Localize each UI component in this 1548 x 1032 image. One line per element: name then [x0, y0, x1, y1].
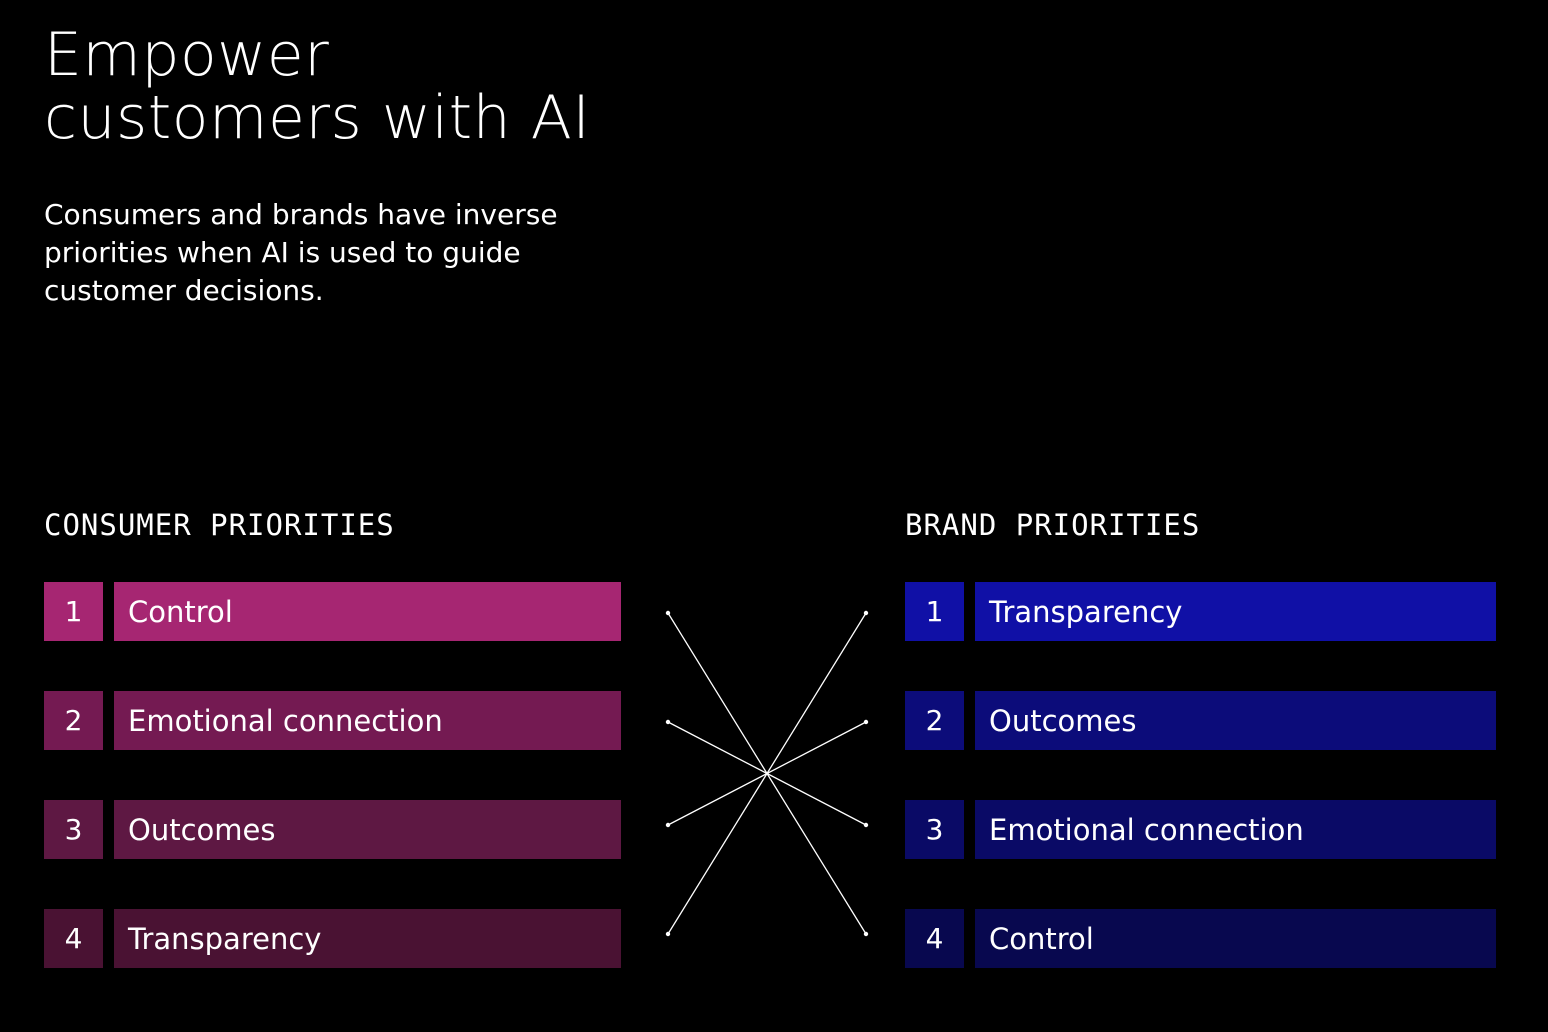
- priority-rank: 2: [905, 691, 964, 750]
- connector-dot: [665, 719, 671, 725]
- priority-label: Transparency: [975, 582, 1496, 641]
- priority-rank: 3: [44, 800, 103, 859]
- connector-dot: [863, 719, 869, 725]
- connector-dot: [863, 822, 869, 828]
- connector-dot: [665, 822, 671, 828]
- priority-label: Outcomes: [975, 691, 1496, 750]
- priority-rank: 1: [905, 582, 964, 641]
- priority-rank: 2: [44, 691, 103, 750]
- connector-line: [667, 612, 867, 935]
- priority-label: Emotional connection: [114, 691, 621, 750]
- connector-dot: [665, 610, 671, 616]
- priority-label: Control: [114, 582, 621, 641]
- title-line-2: customers with AI: [44, 83, 591, 153]
- priority-label: Transparency: [114, 909, 621, 968]
- consumer-priorities-heading: CONSUMER PRIORITIES: [44, 508, 395, 542]
- priority-rank: 3: [905, 800, 964, 859]
- priority-rank: 4: [44, 909, 103, 968]
- priority-label: Outcomes: [114, 800, 621, 859]
- priority-label: Emotional connection: [975, 800, 1496, 859]
- connector-dot: [863, 931, 869, 937]
- priority-rank: 1: [44, 582, 103, 641]
- title-line-1: Empower: [44, 20, 330, 90]
- subtitle: Consumers and brands have inverse priori…: [44, 198, 558, 307]
- connector-dot: [665, 931, 671, 937]
- brand-priorities-heading: BRAND PRIORITIES: [905, 508, 1201, 542]
- connector-dot: [863, 610, 869, 616]
- priority-rank: 4: [905, 909, 964, 968]
- priority-label: Control: [975, 909, 1496, 968]
